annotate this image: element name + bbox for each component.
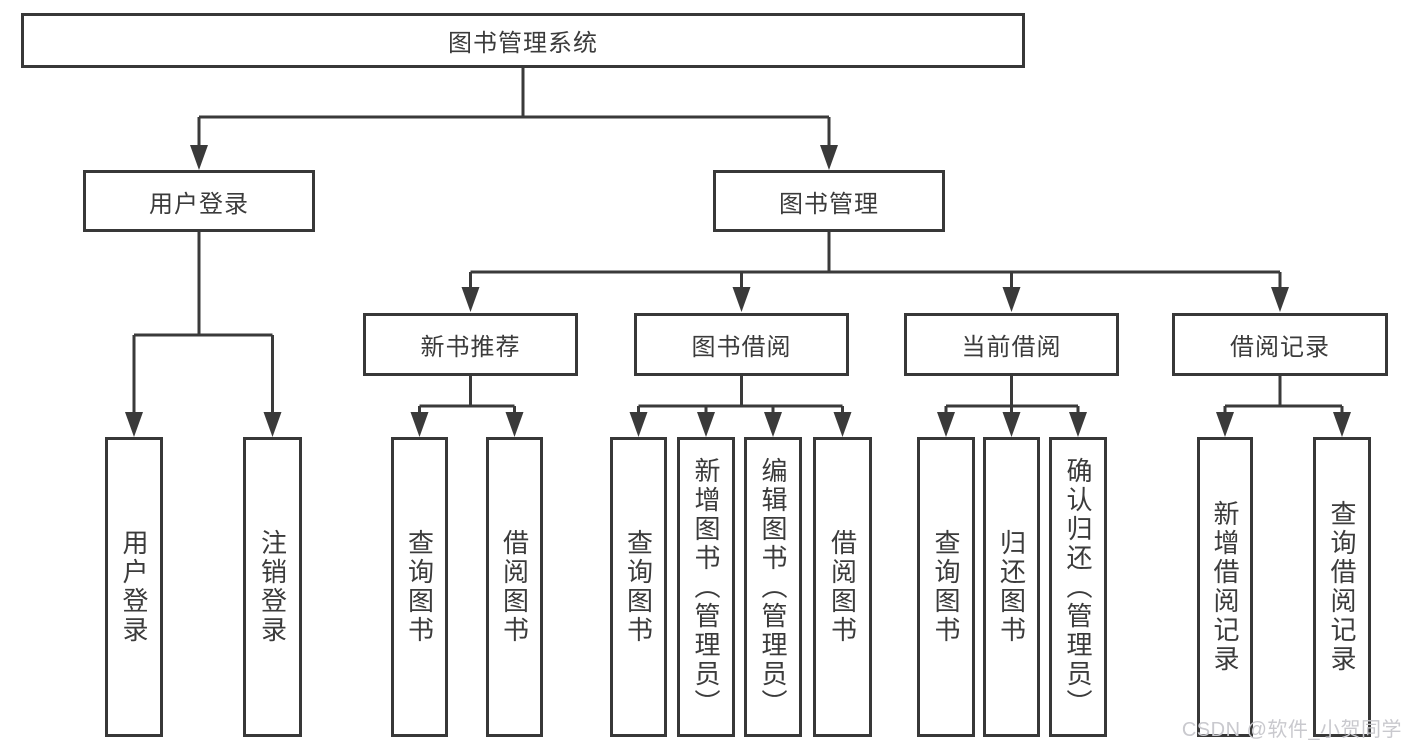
node-book-borrowing: 图书借阅 [634,313,849,376]
node-label: 新增图书（管理员） [691,456,721,718]
leaf-return-books: 归还图书 [983,437,1040,737]
node-label: 新书推荐 [420,334,521,361]
node-label: 查询图书 [931,529,961,645]
node-label: 查询图书 [623,529,654,645]
leaf-query-books-borrowing: 查询图书 [610,437,667,737]
leaf-borrow-books-borrowing: 借阅图书 [813,437,872,737]
node-label: 确认归还（管理员） [1063,456,1093,718]
node-label: 图书管理系统 [448,30,598,57]
node-new-book-recommendation: 新书推荐 [363,313,578,376]
node-label: 查询借阅记录 [1327,500,1357,674]
node-library-management-system: 图书管理系统 [21,13,1025,68]
leaf-query-borrow-record: 查询借阅记录 [1313,437,1371,737]
node-label: 图书管理 [779,190,879,218]
leaf-query-books-current: 查询图书 [917,437,975,737]
node-label: 借阅记录 [1230,334,1330,361]
node-label: 借阅图书 [499,529,530,645]
node-label: 借阅图书 [827,529,858,645]
node-label: 用户登录 [119,529,149,645]
leaf-user-login: 用户登录 [105,437,163,737]
node-label: 新增借阅记录 [1210,500,1240,674]
node-label: 归还图书 [996,529,1027,645]
node-book-management: 图书管理 [713,170,945,232]
node-label: 当前借阅 [961,334,1062,361]
node-current-borrowing: 当前借阅 [904,313,1119,376]
node-user-login: 用户登录 [83,170,315,232]
leaf-logout: 注销登录 [243,437,302,737]
node-label: 注销登录 [257,529,288,645]
leaf-borrow-books-recommendation: 借阅图书 [486,437,543,737]
node-label: 用户登录 [149,190,249,218]
node-label: 编辑图书（管理员） [758,456,788,718]
leaf-confirm-return-admin: 确认归还（管理员） [1049,437,1107,737]
leaf-query-books-recommendation: 查询图书 [391,437,448,737]
node-borrowing-records: 借阅记录 [1172,313,1388,376]
leaf-add-book-admin: 新增图书（管理员） [677,437,735,737]
node-label: 查询图书 [404,529,435,645]
watermark: CSDN @软件_小贺同学 [1181,719,1402,741]
leaf-edit-book-admin: 编辑图书（管理员） [744,437,802,737]
node-label: 图书借阅 [691,334,792,361]
leaf-add-borrow-record: 新增借阅记录 [1197,437,1253,737]
